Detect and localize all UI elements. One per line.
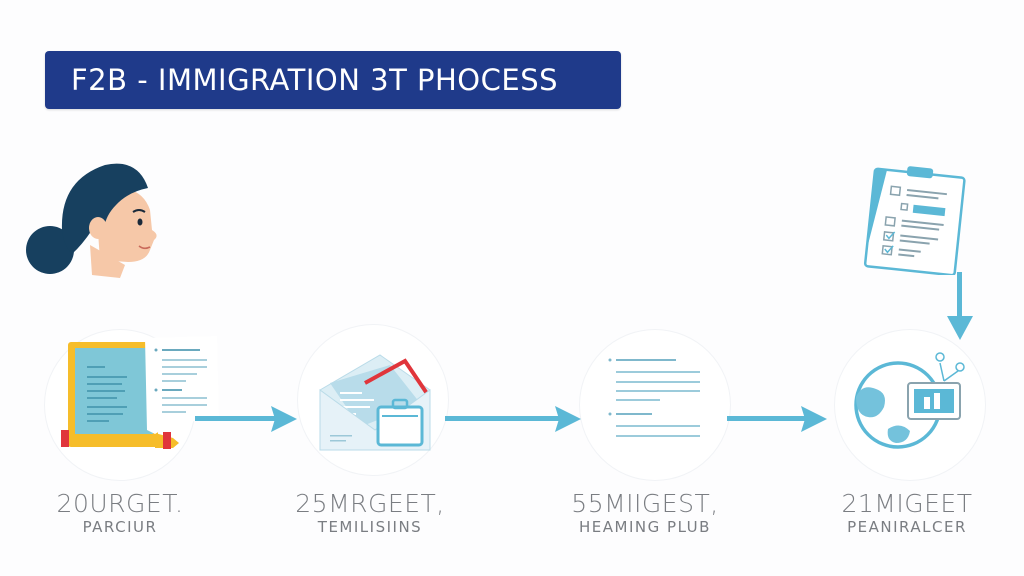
notebook-with-document-icon <box>61 336 219 449</box>
step-1-title: 20URGET. <box>56 489 184 518</box>
down-arrow-icon <box>947 272 973 340</box>
step-2-title: 25MRGEET, <box>295 489 445 518</box>
title-banner: F2B - IMMIGRATION 3T PHOCESS <box>45 51 621 109</box>
arrow-step1-to-step2 <box>195 406 297 432</box>
step-3-circle <box>580 330 730 480</box>
step-1-subtitle: PARCIUR <box>82 518 158 536</box>
diagram-title: F2B - IMMIGRATION 3T PHOCESS <box>71 63 559 97</box>
step-2-label: 25MRGEET, TEMILISIINS <box>270 489 470 537</box>
step-4-title: 21MIGEET <box>841 489 973 518</box>
step-4-subtitle: PEANIRALCER <box>847 518 967 536</box>
step-2-subtitle: TEMILISIINS <box>317 518 423 536</box>
globe-with-chart-icon <box>854 352 965 449</box>
step-3-label: 55MIIGEST, HEAMING PLUB <box>545 489 745 537</box>
document-lines-icon <box>608 358 700 437</box>
woman-profile-avatar-icon <box>26 163 157 278</box>
step-3-title: 55MIIGEST, <box>571 489 719 518</box>
envelope-with-briefcase-icon <box>319 354 431 451</box>
arrow-step3-to-step4 <box>727 406 827 432</box>
clipboard-checklist-icon <box>863 166 966 275</box>
step-1-label: 20URGET. PARCIUR <box>20 489 220 537</box>
step-3-subtitle: HEAMING PLUB <box>579 518 711 536</box>
arrow-step2-to-step3 <box>445 406 581 432</box>
step-4-label: 21MIGEET PEANIRALCER <box>807 489 1007 537</box>
